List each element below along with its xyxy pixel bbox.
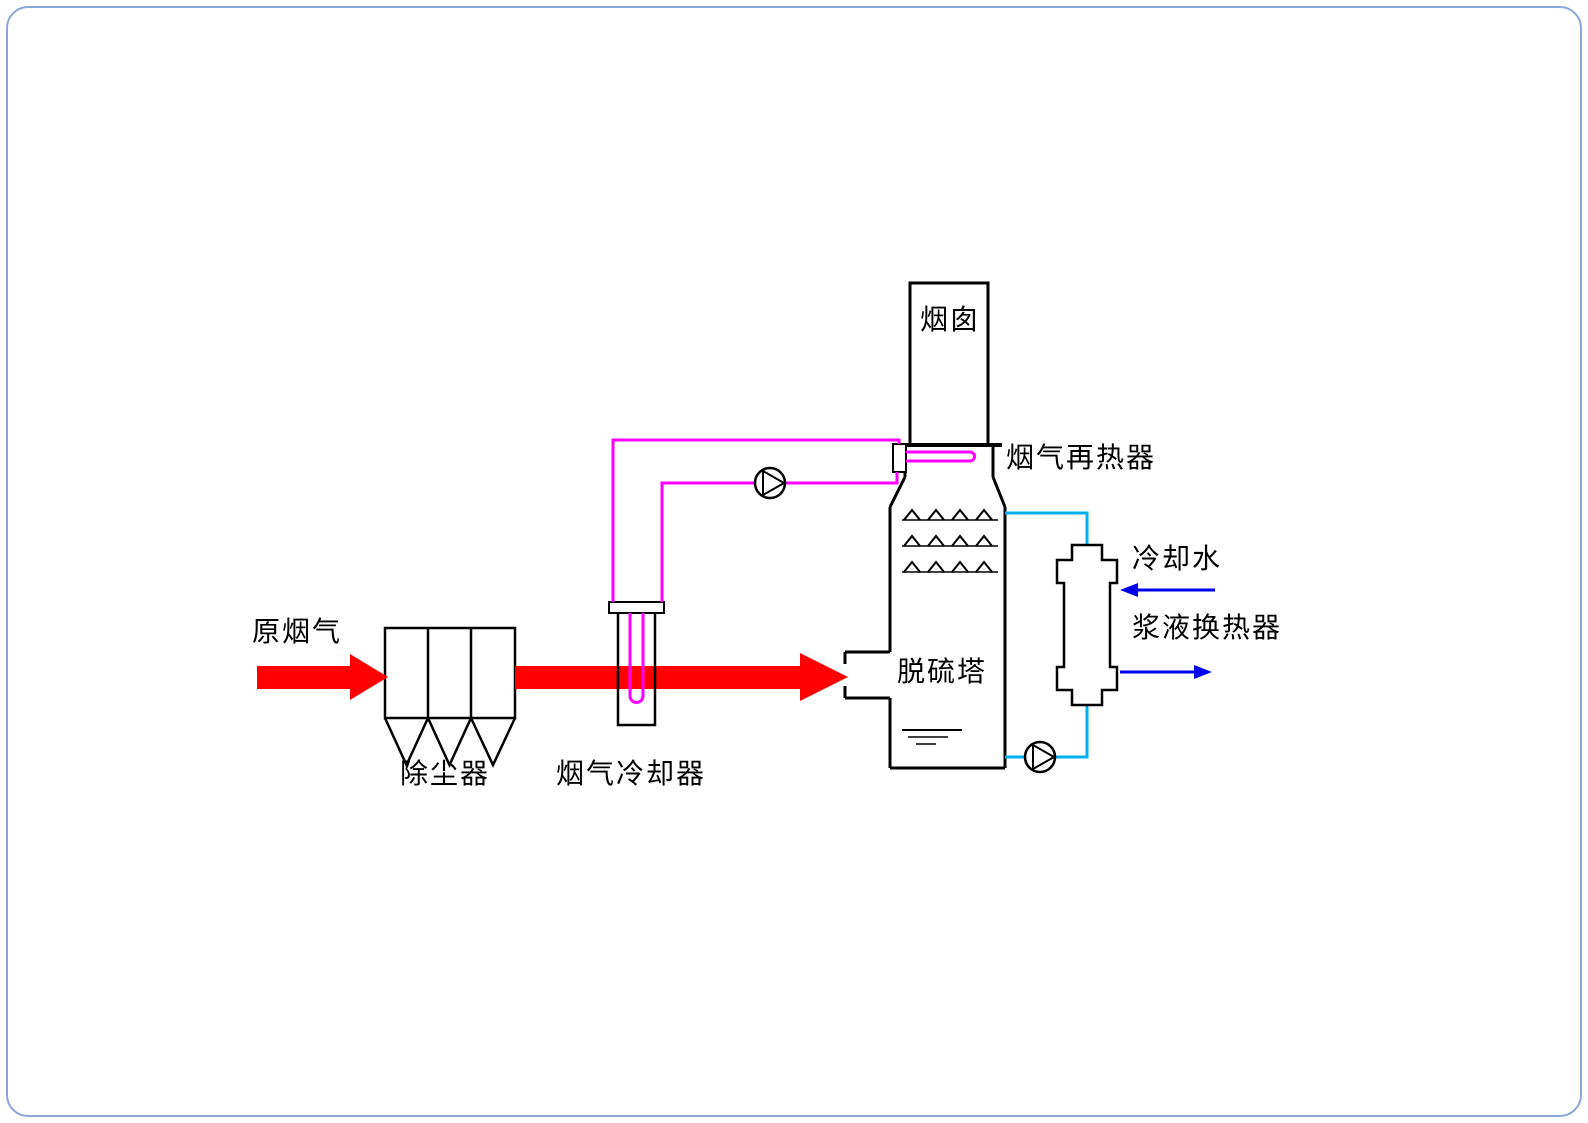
- pump-impeller-triangle: [1032, 744, 1055, 770]
- pump-impeller-triangle: [762, 470, 785, 496]
- cooling-water-out-arrowhead: [1194, 665, 1212, 679]
- cooler-top-flange: [608, 601, 665, 614]
- flue-gas-flow-arrows: [257, 653, 848, 701]
- level-line-short: [908, 736, 948, 745]
- spray-arrows-row-1: [903, 508, 993, 521]
- label-chimney: 烟囱: [920, 305, 981, 336]
- label-cooling-water: 冷却水: [1132, 544, 1223, 575]
- spray-arrows-row-2: [903, 534, 993, 547]
- slurry-return-pipe: [1005, 511, 1089, 545]
- flue-gas-to-tower-arrow: [515, 653, 848, 701]
- liquid-level-mark: [902, 729, 962, 745]
- reheater-header-box: [892, 443, 907, 473]
- label-desulfurization-tower: 脱硫塔: [897, 657, 988, 688]
- flue-gas-cooler-shape: [608, 601, 665, 727]
- slurry-heat-exchanger-shape: [1055, 543, 1119, 707]
- cooler-u-tube: [628, 613, 645, 704]
- chimney-shape: [908, 281, 990, 445]
- dust-collector-hoppers: [383, 717, 517, 769]
- cooling-water-arrows: [1120, 583, 1215, 679]
- dust-collector-body: [383, 626, 517, 720]
- slurry-pump-icon: [1023, 740, 1057, 774]
- tower-walls: [888, 507, 1007, 770]
- desulfurization-tower-shape: [843, 281, 1007, 770]
- spray-arrows-row-3: [903, 560, 993, 573]
- label-flue-gas-cooler: 烟气冷却器: [556, 759, 707, 790]
- reheat-pump-icon: [753, 466, 787, 500]
- spray-nozzle-rows: [902, 508, 998, 573]
- label-flue-gas-reheater: 烟气再热器: [1006, 443, 1157, 474]
- label-raw-flue-gas: 原烟气: [252, 617, 343, 648]
- label-slurry-heat-exchanger: 浆液换热器: [1132, 613, 1283, 644]
- reheater-coil: [906, 450, 976, 463]
- reheat-supply-pipe: [611, 438, 901, 602]
- raw-flue-gas-arrow: [257, 654, 388, 700]
- label-dust-collector: 除尘器: [400, 759, 491, 790]
- spray-header-lines: [902, 519, 998, 573]
- tower-shoulders: [888, 476, 1007, 508]
- tower-inlet-duct: [843, 650, 890, 700]
- cooling-water-in-arrowhead: [1120, 583, 1138, 597]
- dust-collector-shape: [383, 626, 517, 769]
